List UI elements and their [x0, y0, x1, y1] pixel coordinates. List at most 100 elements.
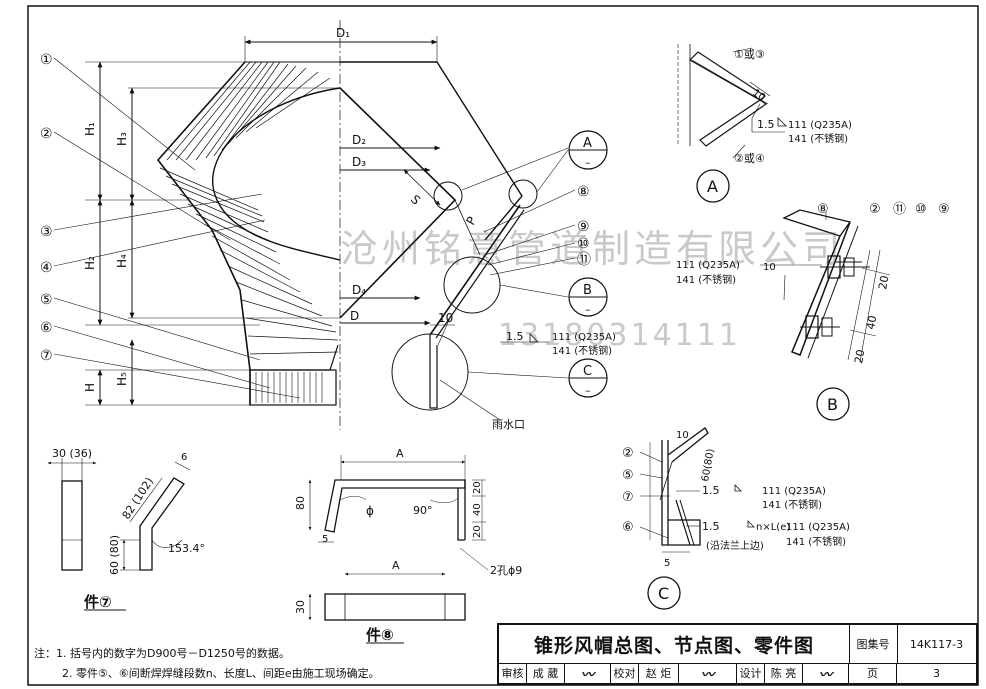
part8-a-bot: A — [392, 559, 400, 572]
dim-h1: H₁ — [83, 122, 97, 136]
sheet-border — [27, 5, 979, 686]
detail-c-balloon-6: ⑥ — [622, 520, 634, 535]
part8-dim20b: 20 — [472, 525, 483, 538]
rain-mouth-label: 雨水口 — [492, 418, 525, 431]
dim-d3: D₃ — [352, 155, 366, 169]
detail-a-weld-size: 1.5 — [757, 118, 775, 131]
balloon-1: ① — [40, 52, 53, 68]
part8-holes: 2孔ϕ9 — [490, 564, 522, 577]
detail-b-weld2: 141 (不锈钢) — [676, 273, 736, 286]
detail-c-balloon-2: ② — [622, 446, 634, 461]
detail-c-weld1-a: 111 (Q235A) — [762, 486, 826, 497]
part8-label: 件⑧ — [366, 626, 394, 644]
check-name: 赵 炬 — [639, 663, 679, 683]
balloon-3: ③ — [40, 224, 53, 240]
detail-b-label: B — [827, 395, 838, 414]
main-view — [53, 20, 576, 430]
detail-c-weld2-mark: n×L(e) — [756, 522, 790, 533]
part7-angle: 153.4° — [168, 542, 205, 555]
note-2: 2. 零件⑤、⑥间断焊焊缝段数n、长度L、间距e由施工现场确定。 — [62, 667, 380, 680]
part7-thickness: 6 — [181, 452, 187, 463]
part7-height: 60 (80) — [108, 535, 121, 575]
part7-width: 30 (36) — [52, 447, 92, 460]
dim-10-main: 10 — [438, 311, 453, 325]
detail-a — [677, 44, 787, 203]
callout-a-letter: A — [583, 136, 592, 151]
detail-b-balloon-8: ⑧ — [817, 202, 829, 217]
callout-b-dash: – — [585, 303, 591, 316]
detail-c-weld1-b: 141 (不锈钢) — [762, 498, 822, 511]
main-weld-1: 111 (Q235A) — [552, 332, 616, 343]
callout-b-letter: B — [583, 283, 592, 298]
dim-s: S — [408, 192, 423, 207]
check-label: 校对 — [611, 663, 639, 683]
callout-balloons — [568, 130, 608, 398]
part8-dim20a: 20 — [472, 481, 483, 494]
callout-c-letter: C — [583, 364, 592, 379]
part8-dim5: 5 — [322, 534, 328, 545]
review-signature: 〰 — [565, 663, 611, 683]
dim-d2: D₂ — [352, 133, 366, 147]
detail-a-label: A — [707, 177, 718, 196]
notes-block: 注：1. 括号内的数字为D900号－D1250号的数据。 2. 零件⑤、⑥间断焊… — [34, 644, 380, 684]
note-1: 注：1. 括号内的数字为D900号－D1250号的数据。 — [34, 647, 290, 660]
detail-a-weld1: 111 (Q235A) — [788, 120, 852, 131]
detail-b-dim10: 10 — [763, 262, 776, 273]
atlas-number: 14K117-3 — [897, 625, 976, 664]
dim-d: D — [350, 309, 359, 323]
detail-c-dim5: 5 — [664, 558, 670, 569]
balloon-7: ⑦ — [40, 348, 53, 364]
detail-c-label: C — [658, 584, 669, 603]
detail-b-balloon-11: ⑪ — [893, 202, 906, 217]
detail-b-balloon-9: ⑨ — [938, 202, 950, 217]
detail-a-dim10: 10 — [750, 87, 767, 103]
part-8 — [308, 455, 489, 644]
part-7 — [47, 458, 191, 611]
part8-a-top: A — [396, 447, 404, 460]
detail-c-balloon-7: ⑦ — [622, 490, 634, 505]
dim-h3: H₃ — [115, 132, 129, 146]
balloon-2: ② — [40, 126, 53, 142]
check-signature: 〰 — [679, 663, 737, 683]
balloon-9: ⑨ — [577, 219, 590, 235]
balloon-10: ⑩ — [577, 236, 590, 252]
balloon-11: ⑪ — [577, 252, 591, 268]
dim-h2: H₂ — [83, 256, 97, 270]
part7-length: 82 (102) — [120, 475, 157, 522]
signature-row: 审核 成 葳 〰 校对 赵 炬 〰 设计 陈 亮 〰 页 3 — [499, 663, 976, 683]
detail-c — [639, 427, 755, 610]
detail-b — [760, 209, 891, 421]
callout-c-dash: – — [585, 384, 591, 397]
watermark-company: 沧州铭意管道制造有限公司 — [340, 227, 845, 271]
review-name: 成 葳 — [527, 663, 565, 683]
dim-h: H — [83, 383, 97, 392]
detail-a-part2: ②或④ — [734, 152, 765, 165]
detail-a-part1: ①或③ — [734, 48, 765, 61]
detail-c-balloon-5: ⑤ — [622, 468, 634, 483]
detail-a-weld2: 141 (不锈钢) — [788, 132, 848, 145]
detail-b-balloon-10: ⑩ — [915, 202, 927, 217]
dim-h5: H₅ — [115, 372, 129, 386]
detail-c-dim60: 60(80) — [700, 448, 717, 483]
main-weld-2: 141 (不锈钢) — [552, 344, 612, 357]
part8-thk: 30 — [294, 600, 307, 614]
title-block: 锥形风帽总图、节点图、零件图 图集号 14K117-3 审核 成 葳 〰 校对 … — [497, 623, 978, 685]
balloon-8: ⑧ — [577, 184, 590, 200]
detail-c-weld1-size: 1.5 — [702, 484, 720, 497]
drawing-title: 锥形风帽总图、节点图、零件图 — [499, 625, 850, 664]
main-weld-size: 1.5 — [506, 330, 524, 343]
balloon-5: ⑤ — [40, 292, 53, 308]
detail-b-balloon-2: ② — [869, 202, 881, 217]
design-name: 陈 亮 — [765, 663, 803, 683]
atlas-label: 图集号 — [849, 625, 898, 664]
part8-h80: 80 — [294, 496, 307, 510]
part8-angle90: 90° — [413, 504, 433, 517]
design-signature: 〰 — [803, 663, 849, 683]
detail-c-weld2-size: 1.5 — [702, 520, 720, 533]
balloon-6: ⑥ — [40, 320, 53, 336]
detail-c-weld2-note: (沿法兰上边) — [706, 539, 764, 552]
part8-phi: ϕ — [366, 504, 374, 518]
detail-b-dim20a: 20 — [876, 274, 891, 290]
part7-label: 件⑦ — [84, 593, 112, 611]
